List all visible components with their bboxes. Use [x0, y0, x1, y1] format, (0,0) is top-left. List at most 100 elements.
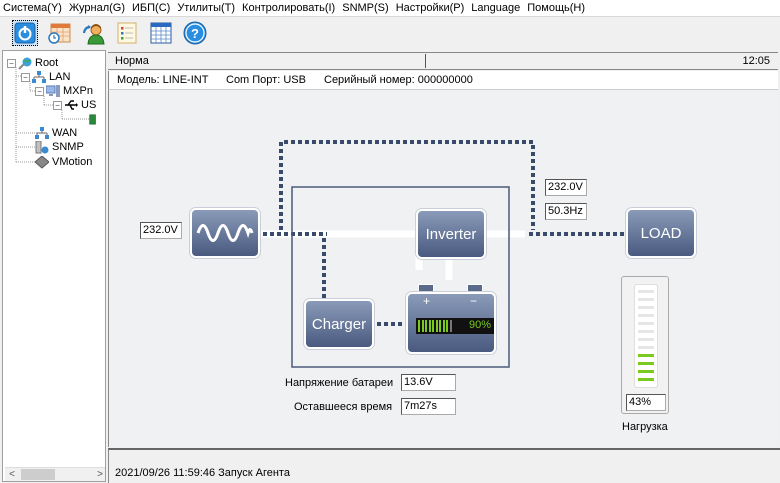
event-log-button[interactable]	[114, 20, 140, 46]
load-bar-segment	[638, 306, 654, 309]
tree-item-lan[interactable]: − LAN	[21, 70, 70, 84]
ups-diagram-panel: 232.0V Inverter Charger + − 90% 232.0V 5…	[108, 90, 778, 447]
tree-item-ups-device[interactable]	[89, 112, 102, 126]
battery-plus-sign: +	[423, 294, 431, 308]
computer-icon	[46, 84, 60, 97]
menu-log[interactable]: Журнал(G)	[68, 2, 125, 14]
menu-bar: Система(Y) Журнал(G) ИБП(C) Утилиты(T) К…	[0, 0, 780, 17]
event-message: 2021/09/26 11:59:46 Запуск Агента	[115, 467, 290, 479]
serial-info: Серийный номер: 000000000	[324, 74, 473, 86]
vmotion-icon	[35, 155, 49, 169]
tree-horizontal-scrollbar[interactable]: < >	[5, 467, 105, 481]
battery-percent: 90%	[468, 319, 491, 331]
battery-body: + − 90%	[406, 292, 496, 354]
tree-item-snmp[interactable]: SNMP	[35, 140, 84, 154]
device-tree: − Root − LAN − MXPn − US WAN SNMP VMotio…	[2, 50, 106, 482]
tree-label: VMotion	[52, 156, 93, 168]
tree-item-wan[interactable]: WAN	[35, 126, 77, 140]
schedule-button[interactable]	[46, 20, 72, 46]
output-voltage-value: 232.0V	[545, 179, 587, 196]
scroll-right-icon[interactable]: >	[97, 469, 103, 480]
ups-device-icon	[89, 114, 96, 124]
battery-voltage-label: Напряжение батареи	[285, 377, 394, 389]
scrollbar-thumb[interactable]	[21, 469, 55, 480]
data-log-button[interactable]	[148, 20, 174, 46]
menu-ups[interactable]: ИБП(C)	[132, 2, 171, 14]
battery-bar-segment	[428, 320, 431, 332]
remaining-time-value: 7m27s	[401, 398, 456, 415]
load-bar-segment	[638, 354, 654, 357]
load-bar-segment	[638, 338, 654, 341]
status-divider	[425, 54, 426, 68]
schedule-icon	[48, 23, 71, 44]
tree-item-usb[interactable]: − US	[53, 98, 96, 112]
toolbar: ?	[0, 17, 780, 49]
help-button[interactable]: ?	[182, 20, 208, 46]
battery-block: + − 90%	[406, 284, 496, 354]
charger-block: Charger	[304, 299, 374, 349]
tree-label: WAN	[52, 127, 78, 139]
battery-bar-segment	[446, 320, 448, 332]
battery-bar-segment	[418, 320, 420, 332]
inverter-label: Inverter	[425, 225, 477, 243]
ups-enclosure-box	[291, 186, 510, 368]
battery-bar-segment	[425, 320, 427, 332]
menu-settings[interactable]: Настройки(P)	[395, 2, 465, 14]
snmp-icon	[35, 140, 49, 153]
load-bar-segment	[638, 298, 654, 301]
load-bar-segment	[638, 346, 654, 349]
event-message-bar: 2021/09/26 11:59:46 Запуск Агента	[108, 448, 780, 483]
battery-gauge: 90%	[416, 318, 494, 334]
model-info: Модель: LINE-INT	[117, 74, 209, 86]
tree-label: Root	[35, 57, 59, 69]
user-button[interactable]	[80, 20, 106, 46]
battery-bar-segment	[435, 320, 438, 332]
battery-bar-segment	[449, 320, 452, 332]
status-bar: Норма 12:05	[108, 52, 778, 70]
output-frequency-value: 50.3Hz	[545, 203, 587, 220]
load-percent-value: 43%	[626, 394, 666, 411]
collapse-icon[interactable]: −	[53, 100, 62, 110]
menu-snmp[interactable]: SNMP(S)	[342, 2, 389, 14]
lan-network-icon	[32, 70, 46, 83]
menu-monitor[interactable]: Контролировать(I)	[242, 2, 336, 14]
data-log-icon	[150, 22, 172, 44]
tree-item-vmotion[interactable]: VMotion	[35, 155, 92, 169]
menu-system[interactable]: Система(Y)	[3, 2, 62, 14]
usb-icon	[65, 99, 78, 110]
tree-item-root[interactable]: − Root	[7, 56, 58, 70]
menu-utilities[interactable]: Утилиты(T)	[177, 2, 236, 14]
load-caption: Нагрузка	[622, 421, 668, 433]
collapse-icon[interactable]: −	[35, 86, 44, 96]
tree-item-mxpn[interactable]: − MXPn	[35, 84, 93, 98]
tree-label: SNMP	[52, 141, 84, 153]
power-flow-lines	[261, 140, 627, 368]
load-bar-segment	[638, 290, 654, 293]
network-globe-icon	[18, 57, 32, 70]
tree-label: LAN	[49, 71, 71, 83]
status-time: 12:05	[742, 55, 770, 67]
device-info-bar: Модель: LINE-INT Com Порт: USB Серийный …	[108, 71, 778, 90]
collapse-icon[interactable]: −	[7, 58, 16, 68]
help-icon: ?	[183, 21, 207, 45]
inverter-block: Inverter	[416, 209, 486, 259]
menu-help[interactable]: Помощь(H)	[527, 2, 586, 14]
load-bar-segment	[638, 370, 654, 373]
load-bar-segment	[638, 314, 654, 317]
bypass-line	[279, 140, 535, 230]
scroll-left-icon[interactable]: <	[9, 469, 15, 480]
tree-label: US	[81, 99, 97, 111]
ac-input-block	[190, 208, 260, 258]
load-bar-segment	[638, 330, 654, 333]
battery-minus-sign: −	[470, 294, 478, 308]
power-button[interactable]	[12, 20, 38, 46]
battery-voltage-value: 13.6V	[401, 374, 456, 391]
battery-bar-segment	[421, 320, 424, 332]
battery-bar-segment	[442, 320, 445, 332]
charger-label: Charger	[311, 315, 367, 333]
load-bar-segment	[638, 378, 654, 381]
collapse-icon[interactable]: −	[21, 72, 30, 82]
svg-text:?: ?	[191, 26, 199, 41]
ups-state: Норма	[115, 55, 149, 67]
menu-language[interactable]: Language	[471, 2, 521, 14]
